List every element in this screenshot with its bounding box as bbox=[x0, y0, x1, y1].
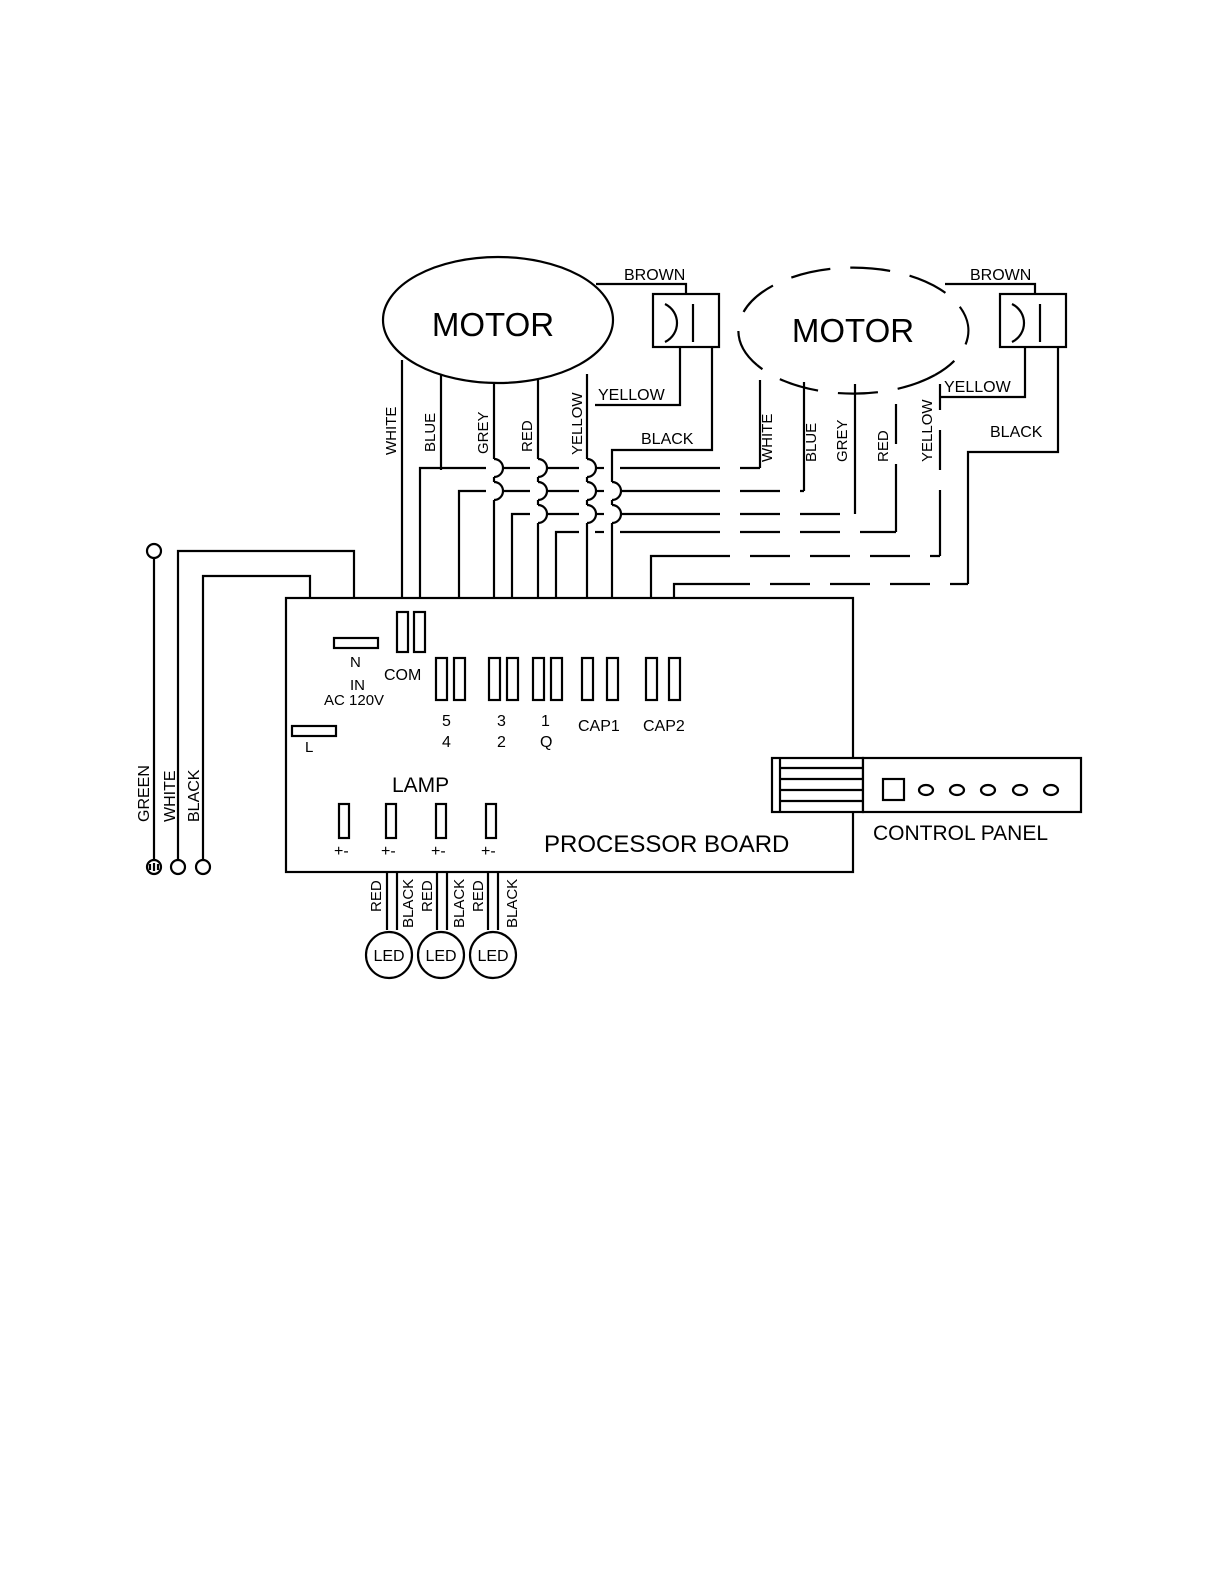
capacitor-2 bbox=[1000, 294, 1066, 347]
motor-1-red-label: RED bbox=[519, 420, 536, 452]
led-3-red-label: RED bbox=[470, 880, 487, 912]
led-3-black-label: BLACK bbox=[504, 879, 521, 928]
motor-2-yellow-label: YELLOW bbox=[919, 399, 936, 462]
n-terminal-label: N bbox=[350, 654, 361, 671]
led-group: LED RED BLACK LED RED BLACK LED RED BLAC… bbox=[366, 872, 521, 978]
terminal-2-label: 2 bbox=[497, 734, 506, 751]
motor-2-cap-yellow-label: YELLOW bbox=[944, 379, 1012, 396]
motor-1-brown-wire bbox=[596, 284, 686, 294]
motor-1-cap-black-label: BLACK bbox=[641, 431, 694, 448]
lamp-2-polarity: +- bbox=[381, 843, 396, 860]
motor-2-cap-black-label: BLACK bbox=[990, 424, 1043, 441]
motor-2-grey-label: GREY bbox=[834, 419, 851, 462]
lamp-1-polarity: +- bbox=[334, 843, 349, 860]
led-1-label: LED bbox=[373, 948, 404, 965]
cap1-label: CAP1 bbox=[578, 718, 620, 735]
supply-green-label: GREEN bbox=[136, 765, 153, 822]
motor-1-lead-labels: WHITE BLUE GREY RED YELLOW bbox=[383, 392, 586, 455]
supply-white-label: WHITE bbox=[162, 770, 179, 822]
cap2-label: CAP2 bbox=[643, 718, 685, 735]
terminal-1-label: 1 bbox=[541, 713, 550, 730]
terminal-5-label: 5 bbox=[442, 713, 451, 730]
motor-2-blue-label: BLUE bbox=[803, 423, 820, 462]
motor-1-cap-black-wire bbox=[612, 347, 712, 470]
motor-1-cap-yellow-label: YELLOW bbox=[598, 387, 666, 404]
terminal-q-label: Q bbox=[540, 734, 552, 751]
motor-1: MOTOR bbox=[383, 257, 613, 383]
led-1-black-label: BLACK bbox=[400, 879, 417, 928]
terminal-4-label: 4 bbox=[442, 734, 451, 751]
capacitor-1 bbox=[653, 294, 719, 347]
lamp-3-polarity: +- bbox=[431, 843, 446, 860]
motor-2-lead-labels: WHITE BLUE GREY RED YELLOW bbox=[759, 399, 936, 462]
motor-2-brown-label: BROWN bbox=[970, 267, 1031, 284]
processor-board: N IN AC 120V L COM 5 4 3 2 1 Q CAP1 CAP2 bbox=[286, 598, 853, 872]
processor-board-label: PROCESSOR BOARD bbox=[544, 831, 789, 858]
motor-1-white-label: WHITE bbox=[383, 407, 400, 455]
motor-2-label: MOTOR bbox=[792, 312, 914, 349]
led-1-red-label: RED bbox=[368, 880, 385, 912]
led-2-label: LED bbox=[425, 948, 456, 965]
voltage-label: AC 120V bbox=[324, 692, 384, 709]
led-2-red-label: RED bbox=[419, 880, 436, 912]
supply-black-label: BLACK bbox=[186, 769, 203, 822]
l-terminal-label: L bbox=[305, 739, 313, 756]
motor-2-white-label: WHITE bbox=[759, 414, 776, 462]
motor-2-brown-wire bbox=[945, 284, 1035, 294]
com-label: COM bbox=[384, 667, 421, 684]
led-3-label: LED bbox=[477, 948, 508, 965]
control-panel-label: CONTROL PANEL bbox=[873, 822, 1048, 845]
led-2-black-label: BLACK bbox=[451, 879, 468, 928]
motor-1-brown-label: BROWN bbox=[624, 267, 685, 284]
motor-1-grey-label: GREY bbox=[475, 411, 492, 454]
motor-2: MOTOR bbox=[738, 268, 968, 394]
motor-1-blue-label: BLUE bbox=[422, 413, 439, 452]
motor-1-yellow-label: YELLOW bbox=[569, 392, 586, 455]
motor-2-red-label: RED bbox=[875, 430, 892, 462]
lamp-4-polarity: +- bbox=[481, 843, 496, 860]
terminal-3-label: 3 bbox=[497, 713, 506, 730]
motor-1-label: MOTOR bbox=[432, 306, 554, 343]
lamp-label: LAMP bbox=[392, 774, 449, 797]
